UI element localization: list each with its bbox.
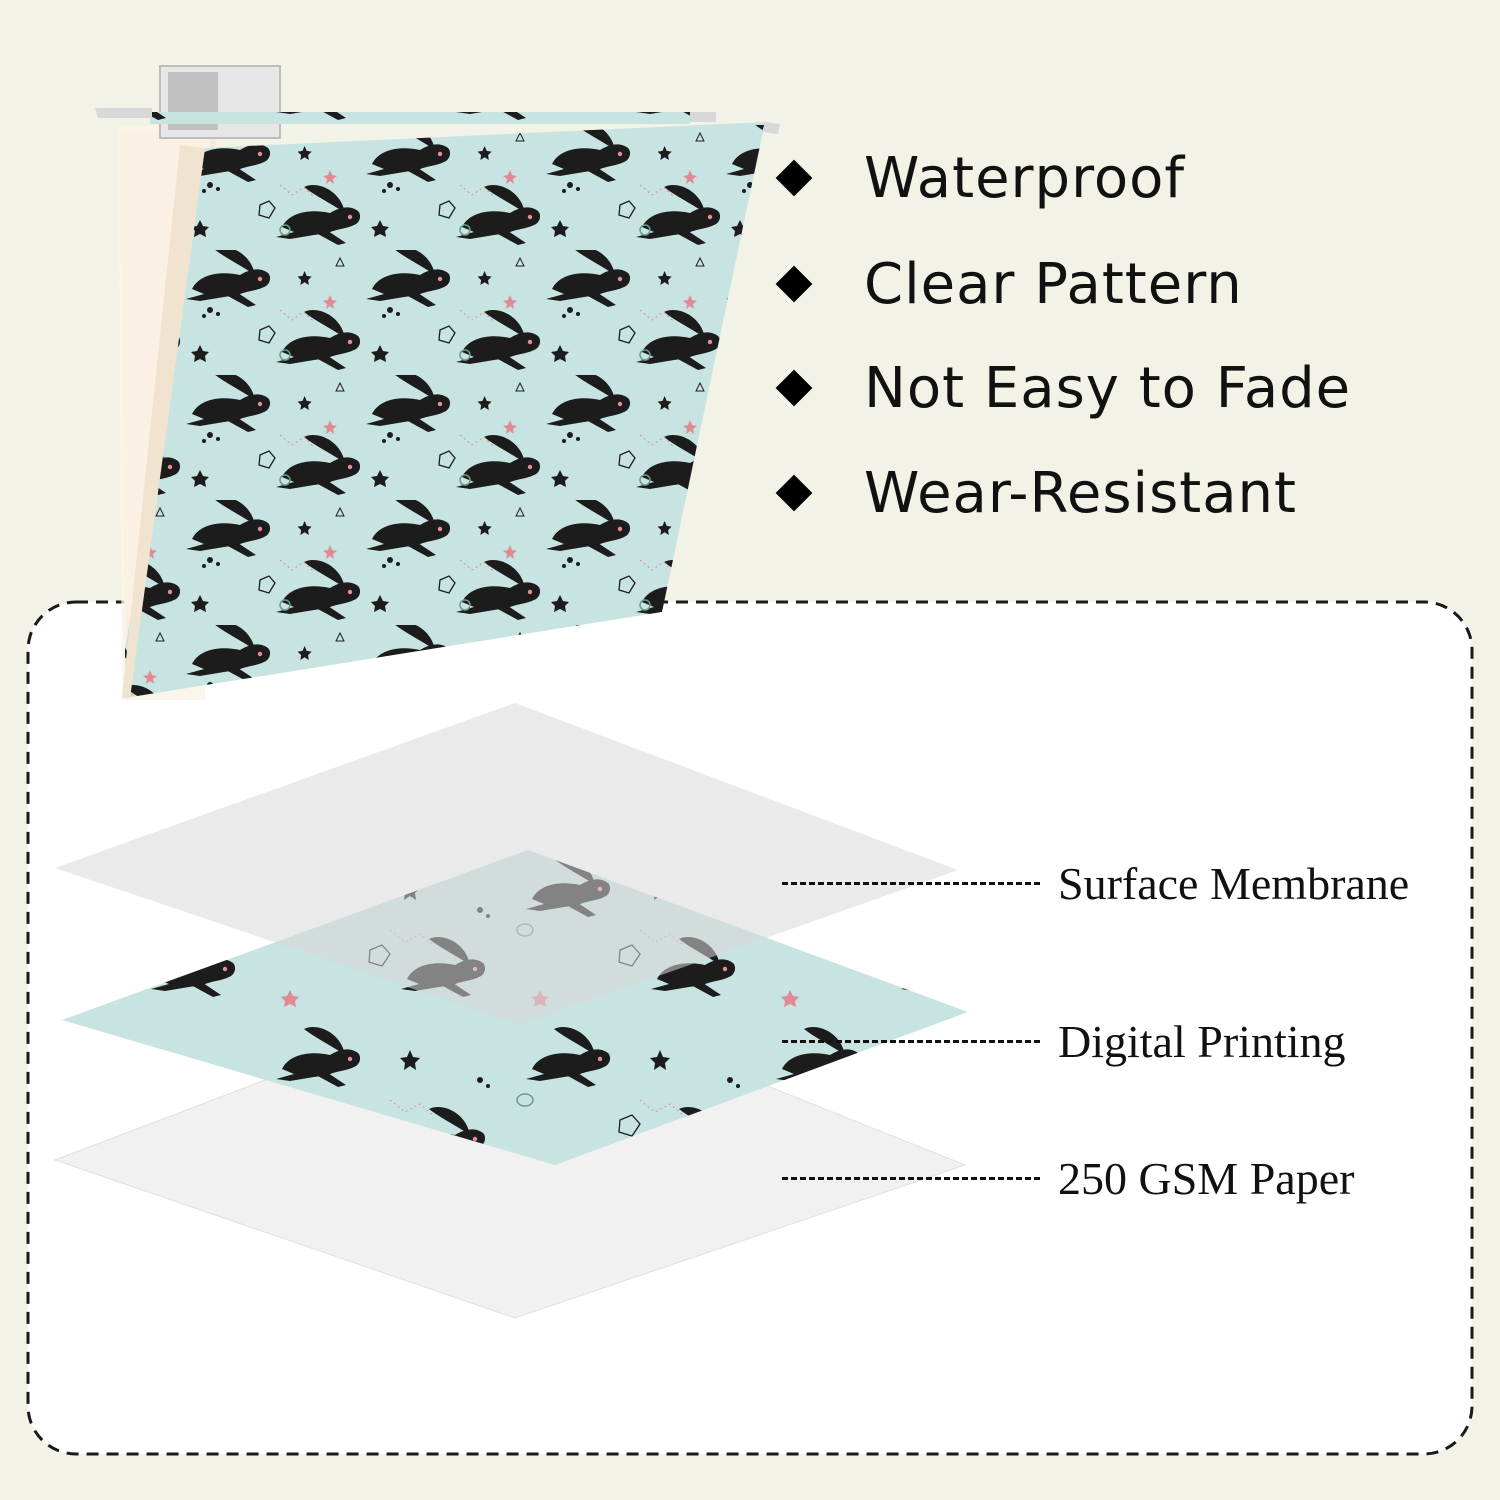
diamond-bullet-icon [775,265,813,303]
layer-label-text: Digital Printing [1058,1015,1346,1067]
feature-item-not-easy-to-fade: Not Easy to Fade [768,355,1352,421]
layer-label-250-gsm-paper: 250 GSM Paper [782,1152,1355,1204]
membrane-layer [55,703,958,1025]
dashed-leader-line [782,1039,1040,1043]
diamond-bullet-icon [775,159,813,197]
dashed-leader-line [782,881,1040,885]
layer-stack-diagram [53,703,968,1319]
layer-label-text: Surface Membrane [1058,857,1410,909]
feature-item-wear-resistant: Wear-Resistant [768,460,1297,526]
feature-label: Waterproof [864,145,1186,211]
dashed-leader-line [782,1176,1040,1180]
layer-label-surface-membrane: Surface Membrane [782,857,1410,909]
layer-label-digital-printing: Digital Printing [782,1015,1346,1067]
diamond-bullet-icon [775,369,813,407]
diamond-bullet-icon [775,474,813,512]
feature-item-waterproof: Waterproof [768,145,1186,211]
feature-item-clear-pattern: Clear Pattern [768,251,1243,317]
feature-label: Wear-Resistant [864,460,1297,526]
feature-label: Clear Pattern [864,251,1243,317]
feature-label: Not Easy to Fade [864,355,1352,421]
layer-label-text: 250 GSM Paper [1058,1152,1355,1204]
hanging-folder-photo [95,65,780,700]
